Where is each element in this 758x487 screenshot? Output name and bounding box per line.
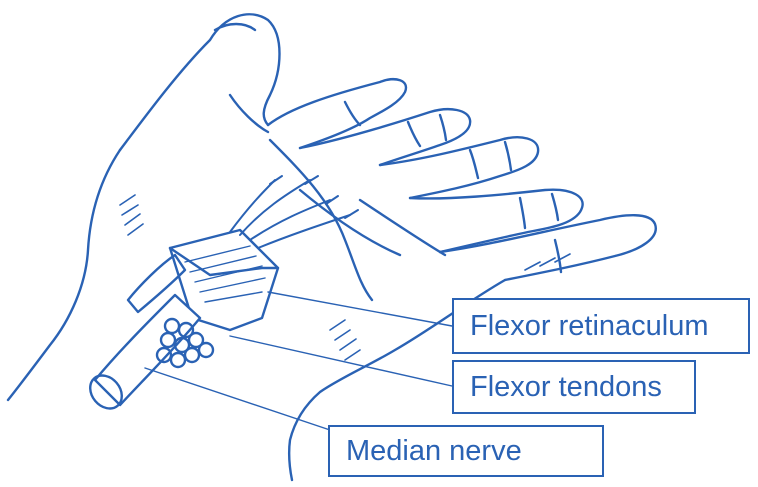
label-median-nerve-text: Median nerve: [346, 437, 522, 466]
little-crease-1: [520, 198, 525, 228]
index-crease: [345, 102, 360, 125]
palm-crease-2: [300, 190, 400, 255]
label-flexor-retinaculum-text: Flexor retinaculum: [470, 312, 709, 341]
thumb-outline: [120, 14, 280, 150]
little-crease-2: [552, 194, 558, 220]
label-flexor-tendons-text: Flexor tendons: [470, 373, 662, 402]
ring-crease-2: [505, 142, 511, 170]
median-nerve: [95, 295, 200, 405]
thenar-crease: [230, 95, 268, 132]
middle-crease-2: [440, 115, 446, 140]
hatching-1: [120, 195, 143, 235]
ring-finger: [380, 137, 538, 198]
label-flexor-retinaculum: Flexor retinaculum: [452, 298, 750, 354]
hatching-2: [330, 320, 360, 360]
palm-crease-3: [360, 200, 445, 255]
label-median-nerve: Median nerve: [328, 425, 604, 477]
pinky-finger: [440, 215, 656, 280]
middle-crease-1: [408, 122, 420, 146]
label-flexor-tendons: Flexor tendons: [452, 360, 696, 414]
ring-crease-1: [470, 150, 478, 178]
wrist-radial-edge: [8, 150, 120, 400]
pinky-crease: [555, 240, 561, 272]
index-finger: [268, 79, 406, 148]
